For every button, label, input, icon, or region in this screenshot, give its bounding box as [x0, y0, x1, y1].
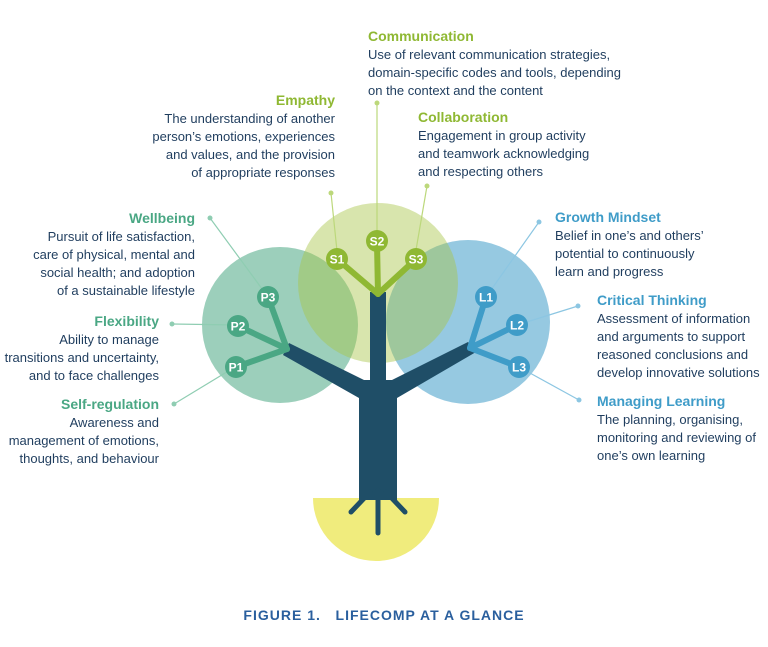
svg-text:P3: P3	[261, 291, 276, 305]
self-regulation-description: Awareness and management of emotions, th…	[8, 415, 159, 466]
empathy-dot	[328, 190, 334, 196]
empathy-block: Empathy The understanding of another per…	[152, 91, 335, 182]
node-s1: S1	[326, 248, 348, 270]
node-l3: L3	[508, 356, 530, 378]
self-regulation-dot	[171, 401, 177, 407]
node-p3: P3	[257, 286, 279, 308]
svg-text:S3: S3	[409, 253, 424, 267]
wellbeing-connector	[209, 217, 269, 298]
self-regulation-connector	[173, 366, 236, 405]
managing-learning-dot	[576, 397, 582, 403]
svg-text:L1: L1	[479, 291, 493, 305]
collaboration-title: Collaboration	[418, 109, 509, 125]
svg-text:P2: P2	[231, 320, 246, 334]
communication-block: Communication Use of relevant communicat…	[368, 27, 621, 100]
wellbeing-block: Wellbeing Pursuit of life satisfaction, …	[33, 209, 195, 300]
svg-text:S1: S1	[330, 253, 345, 267]
flexibility-dot	[169, 321, 175, 327]
tree-roots	[348, 487, 408, 536]
flexibility-title: Flexibility	[94, 313, 159, 329]
empathy-connector	[330, 192, 338, 252]
wellbeing-description: Pursuit of life satisfaction, care of ph…	[33, 229, 195, 298]
empathy-title: Empathy	[275, 92, 335, 108]
collaboration-block: Collaboration Engagement in group activi…	[418, 108, 589, 181]
collaboration-dot	[424, 183, 430, 189]
critical-thinking-dot	[575, 303, 581, 309]
communication-dot	[374, 100, 380, 106]
growth-mindset-title: Growth Mindset	[555, 209, 661, 225]
communication-description: Use of relevant communication strategies…	[368, 47, 621, 98]
managing-learning-connector	[518, 366, 580, 401]
flexibility-description: Ability to manage transitions and uncert…	[4, 332, 159, 383]
managing-learning-description: The planning, organising, monitoring and…	[597, 412, 756, 463]
node-s3: S3	[405, 248, 427, 270]
critical-thinking-title: Critical Thinking	[597, 292, 707, 308]
node-p2: P2	[227, 315, 249, 337]
collaboration-description: Engagement in group activity and teamwor…	[418, 128, 590, 179]
svg-text:S2: S2	[370, 235, 385, 249]
node-l2: L2	[506, 314, 528, 336]
node-l1: L1	[475, 286, 497, 308]
growth-mindset-dot	[536, 219, 542, 225]
growth-mindset-block: Growth Mindset Belief in one’s and other…	[555, 208, 704, 281]
svg-text:P1: P1	[229, 361, 244, 375]
growth-mindset-connector	[485, 221, 540, 298]
flexibility-block: Flexibility Ability to manage transition…	[5, 312, 159, 385]
critical-thinking-description: Assessment of information and arguments …	[597, 311, 760, 380]
wellbeing-title: Wellbeing	[129, 210, 195, 226]
self-regulation-title: Self-regulation	[60, 396, 159, 412]
node-p1: P1	[225, 356, 247, 378]
managing-learning-title: Managing Learning	[597, 393, 726, 409]
empathy-description: The understanding of another person’s em…	[152, 111, 335, 180]
self-regulation-block: Self-regulation Awareness and management…	[9, 395, 159, 468]
managing-learning-block: Managing Learning The planning, organisi…	[597, 392, 756, 465]
svg-text:L2: L2	[510, 319, 524, 333]
collaboration-connector	[415, 185, 428, 251]
svg-text:L3: L3	[512, 361, 526, 375]
figure-caption: FIGURE 1. LIFECOMP AT A GLANCE	[243, 607, 525, 623]
wellbeing-dot	[207, 215, 213, 221]
tree-trunk	[283, 292, 476, 500]
growth-mindset-description: Belief in one’s and others’ potential to…	[555, 228, 704, 279]
communication-title: Communication	[368, 28, 474, 44]
node-s2: S2	[366, 230, 388, 252]
critical-thinking-block: Critical Thinking Assessment of informat…	[597, 291, 760, 382]
flexibility-connector	[171, 323, 238, 326]
